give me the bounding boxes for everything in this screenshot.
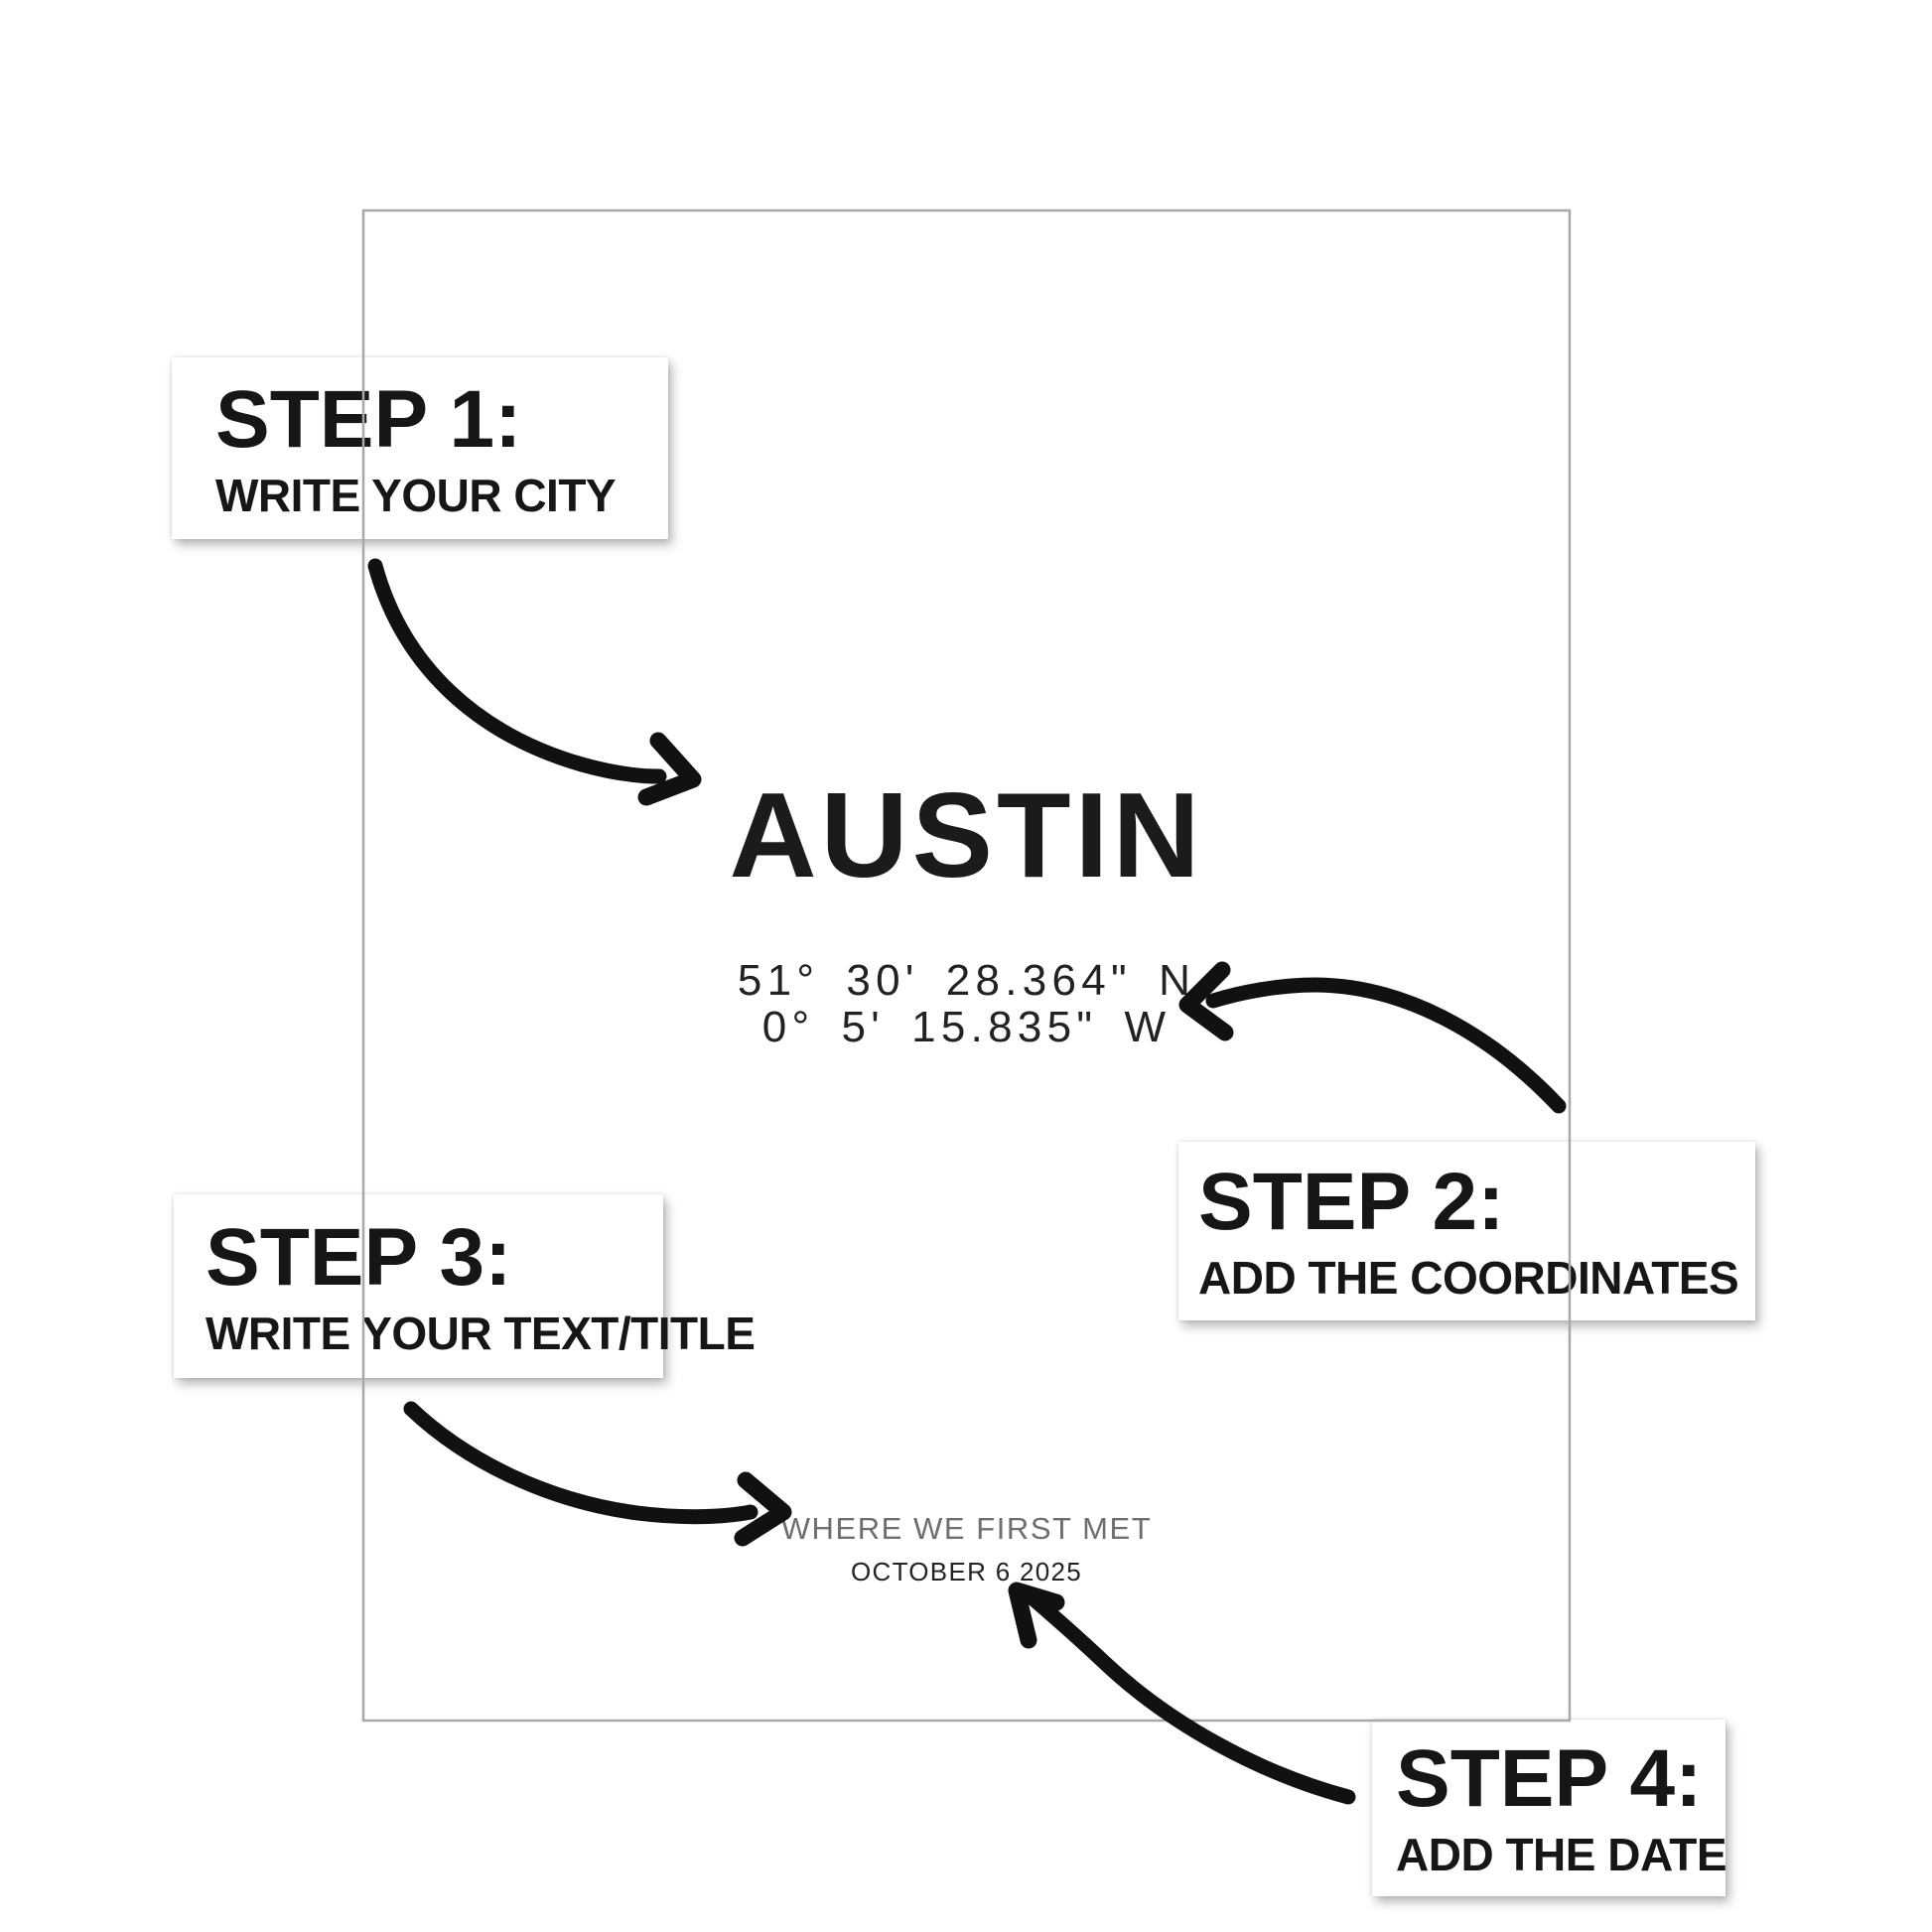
step-4-description: ADD THE DATE: [1396, 1829, 1727, 1880]
coordinates-line-latitude: 51° 30' 28.364" N: [737, 956, 1196, 1005]
step-2-box: STEP 2: ADD THE COORDINATES: [1178, 1142, 1755, 1320]
custom-date-text: OCTOBER 6 2025: [850, 1557, 1083, 1587]
coordinates-line-longitude: 0° 5' 15.835" W: [761, 1003, 1172, 1051]
city-text: AUSTIN: [729, 767, 1204, 902]
step-2-heading: STEP 2:: [1198, 1157, 1505, 1247]
step-4-heading: STEP 4:: [1396, 1733, 1703, 1824]
step-3-description: WRITE YOUR TEXT/TITLE: [206, 1307, 756, 1359]
step-1-heading: STEP 1:: [215, 373, 522, 465]
step-1-description: WRITE YOUR CITY: [215, 469, 617, 521]
step-3-box: STEP 3: WRITE YOUR TEXT/TITLE: [174, 1194, 756, 1378]
step-4-box: STEP 4: ADD THE DATE: [1372, 1720, 1727, 1896]
step-2-description: ADD THE COORDINATES: [1198, 1252, 1739, 1304]
step-3-heading: STEP 3:: [206, 1211, 512, 1303]
step-1-box: STEP 1: WRITE YOUR CITY: [172, 357, 668, 539]
custom-title-text: WHERE WE FIRST MET: [780, 1511, 1153, 1546]
coordinates-block: 51° 30' 28.364" N 0° 5' 15.835" W: [363, 957, 1570, 1050]
